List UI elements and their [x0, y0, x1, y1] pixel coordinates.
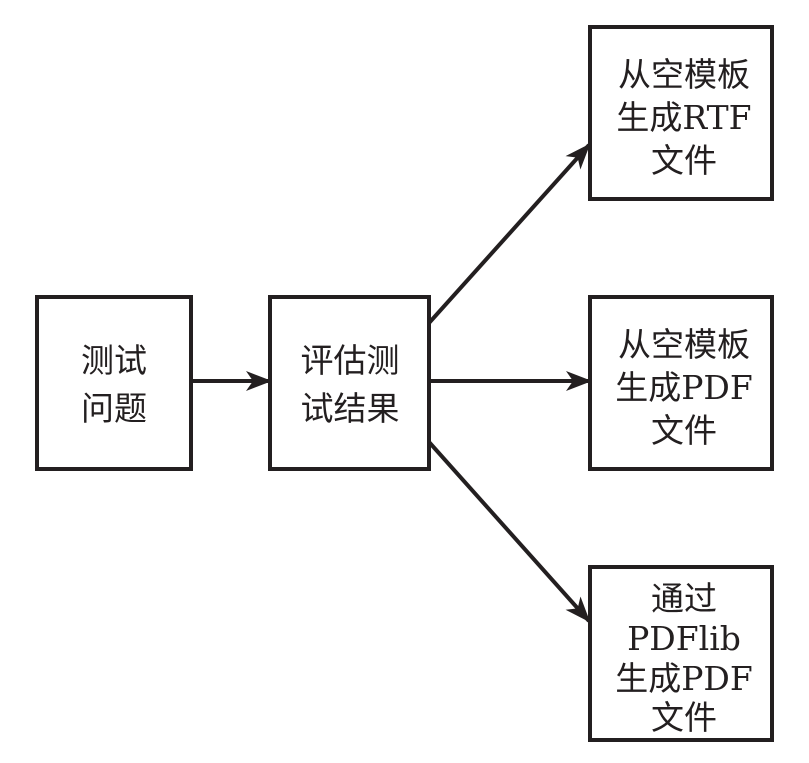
node-box [268, 295, 431, 471]
node-evaluate-results: 评估测 试结果 [268, 295, 431, 471]
node-label-line: 评估测 [301, 341, 400, 380]
node-pdf-from-template: 从空模板 生成PDF 文件 [588, 295, 774, 471]
node-test-question: 测试 问题 [35, 295, 193, 471]
node-label-line: 文件 [651, 141, 717, 180]
node-pdf-via-pdflib: 通过 PDFlib 生成PDF 文件 [588, 565, 774, 742]
node-label-line: 从空模板 [618, 55, 750, 94]
node-label-line: 从空模板 [618, 325, 750, 364]
node-label-line: 测试 [81, 341, 147, 380]
node-label-line: 文件 [651, 411, 717, 450]
node-label-line: PDFlib [627, 619, 741, 658]
node-label-line: 生成PDF [615, 368, 753, 407]
node-label-line: 问题 [81, 389, 147, 428]
arrow-evaluate-to-pdflib [427, 440, 591, 623]
node-box [588, 25, 774, 201]
node-label-line: 生成RTF [616, 98, 751, 137]
arrow-evaluate-to-rtf-template [427, 143, 591, 325]
node-box [35, 295, 193, 471]
node-label-line: 通过 [651, 579, 717, 618]
node-label-line: 试结果 [301, 389, 400, 428]
node-label-line: 生成PDF [615, 659, 753, 698]
node-box [588, 565, 774, 742]
node-rtf-from-template: 从空模板 生成RTF 文件 [588, 25, 774, 201]
node-box [588, 295, 774, 471]
node-label-line: 文件 [651, 698, 717, 737]
